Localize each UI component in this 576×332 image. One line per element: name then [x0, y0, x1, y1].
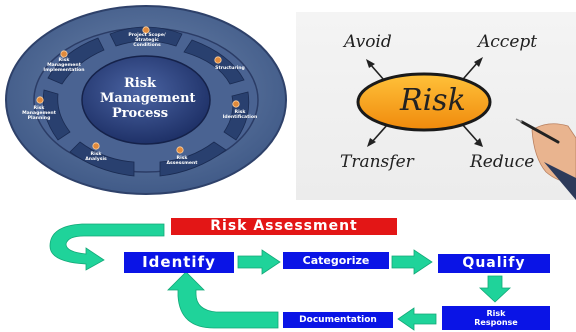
step-marker-icon: [60, 50, 68, 58]
step-marker-icon: [142, 26, 150, 34]
down-arrow-icon: [478, 275, 512, 303]
step-label: Risk Management Implementation: [43, 58, 85, 73]
ring-segment: [183, 39, 245, 85]
risk-oval: [356, 72, 492, 132]
step-qualify: Qualify: [438, 254, 550, 273]
step-label: Risk Identification: [222, 110, 258, 120]
step-risk-response: Risk Response: [442, 306, 550, 330]
arrow-avoid: [369, 63, 385, 81]
arrow-accept: [463, 61, 479, 79]
inner-disc: [81, 55, 211, 145]
ring-segment: [159, 141, 227, 177]
risk-management-process-diagram: Risk Management Process Project Scope/ S…: [0, 0, 292, 200]
step-marker-icon: [214, 56, 222, 64]
right-arrow-icon: [237, 249, 281, 275]
flow-arrows-graphic: [49, 223, 512, 331]
step-marker-icon: [36, 96, 44, 104]
return-arrow-icon: [167, 271, 279, 329]
ring-segment: [109, 26, 183, 47]
ring-segment: [69, 141, 135, 177]
risk-assessment-flow: Risk Assessment Identify Categorize Qual…: [0, 204, 576, 332]
step-marker-icon: [176, 146, 184, 154]
step-label: Risk Assessment: [166, 156, 198, 166]
right-arrow-icon: [391, 249, 433, 275]
option-accept: Accept: [478, 32, 538, 52]
process-center-title: Risk Management Process: [100, 76, 196, 121]
risk-options-panel: Risk Avoid Accept Transfer Reduce: [296, 12, 576, 200]
left-arrow-icon: [397, 307, 437, 331]
ring-segment: [47, 37, 105, 85]
step-label: Project Scope/ Strategic Conditions: [128, 33, 166, 48]
arrow-reduce: [461, 123, 479, 143]
risk-assessment-banner: Risk Assessment: [171, 218, 397, 235]
step-marker-icon: [92, 142, 100, 150]
ring-segment: [42, 89, 71, 141]
step-categorize: Categorize: [283, 252, 389, 269]
process-ring-graphic: [5, 5, 287, 195]
step-marker-icon: [232, 100, 240, 108]
step-label: Structuring: [215, 66, 245, 71]
option-transfer: Transfer: [340, 152, 414, 172]
arrow-transfer: [371, 123, 389, 143]
risk-center-word: Risk: [400, 83, 466, 118]
risk-options-graphic: [356, 57, 576, 200]
step-label: Risk Management Planning: [22, 106, 56, 121]
pen-hand-icon: [515, 118, 576, 200]
step-label: Risk Analysis: [85, 152, 107, 162]
step-documentation: Documentation: [283, 312, 393, 328]
curved-arrow-icon: [49, 223, 165, 271]
option-avoid: Avoid: [344, 32, 392, 52]
step-identify: Identify: [124, 252, 234, 273]
option-reduce: Reduce: [470, 152, 535, 172]
